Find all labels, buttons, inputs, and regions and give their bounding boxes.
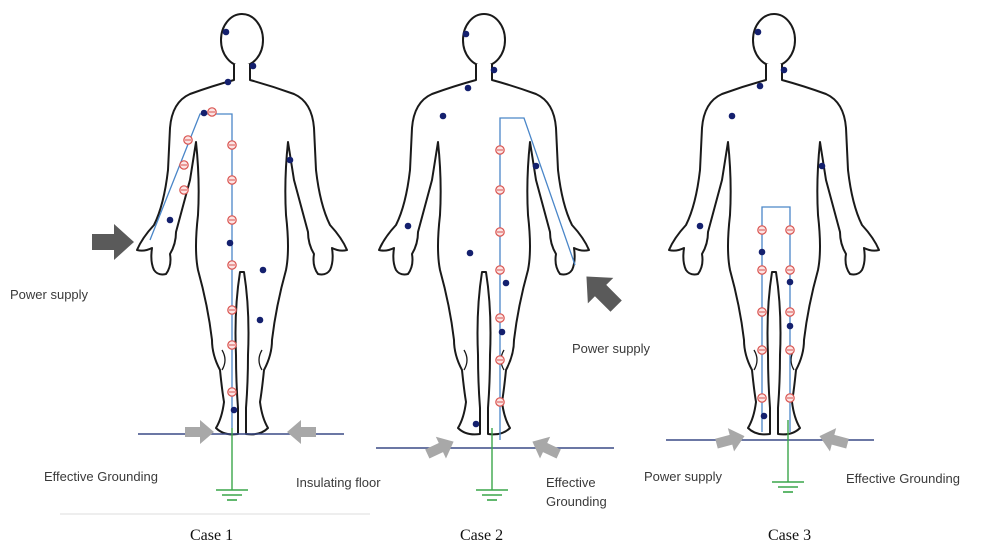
case-2-figure bbox=[376, 14, 629, 500]
case-3-figure bbox=[666, 14, 879, 492]
case-2-grounding-label-line2: Grounding bbox=[546, 495, 607, 510]
case-2-power-supply-label: Power supply bbox=[572, 342, 650, 357]
case-1-floor-label: Insulating floor bbox=[296, 476, 381, 491]
case-2-ground-icon bbox=[476, 428, 508, 500]
case-2-power-supply-arrow-icon bbox=[574, 264, 629, 319]
case-3-grounding-label: Effective Grounding bbox=[846, 472, 960, 487]
case-1-figure bbox=[60, 14, 370, 514]
case-2-caption: Case 2 bbox=[460, 527, 503, 545]
case-1-floor-right-arrow-icon bbox=[287, 420, 316, 444]
case-1-ground-icon bbox=[216, 428, 248, 500]
case-2-grounding-label-line1: Effective bbox=[546, 476, 596, 491]
case-3-caption: Case 3 bbox=[768, 527, 811, 545]
case-1-power-supply-label: Power supply bbox=[10, 288, 88, 303]
case-3-power-supply-label: Power supply bbox=[644, 470, 722, 485]
case-3-ground-icon bbox=[772, 420, 804, 492]
case-1-human-outline bbox=[137, 14, 347, 434]
case-1-grounding-label: Effective Grounding bbox=[44, 470, 158, 485]
case-1-caption: Case 1 bbox=[190, 527, 233, 545]
case-1-power-supply-arrow-icon bbox=[92, 224, 134, 260]
case-1-floor-left-arrow-icon bbox=[185, 420, 214, 444]
